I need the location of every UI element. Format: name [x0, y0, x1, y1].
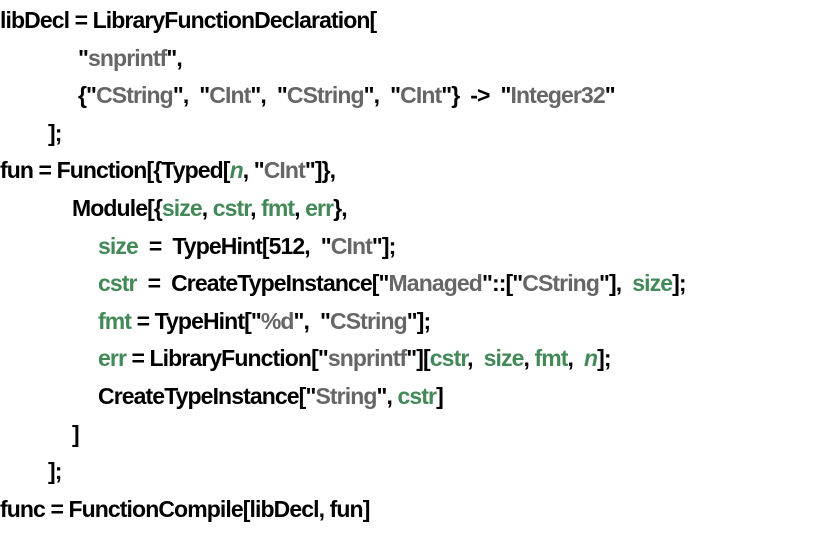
code-token: func = FunctionCompile[libDecl, fun] [0, 495, 370, 522]
code-token: = TypeHint[512, " [137, 232, 332, 259]
code-token: "::[" [481, 270, 523, 297]
local-variable-token: fmt [261, 195, 295, 221]
local-variable-token: cstr [212, 195, 251, 221]
code-token: ", " [293, 307, 331, 334]
code-line: func = FunctionCompile[libDecl, fun] [0, 491, 370, 528]
code-line: Module[{size, cstr, fmt, err}, [72, 190, 348, 227]
code-line: ]; [48, 115, 62, 152]
local-variable-token: size [161, 195, 203, 221]
local-variable-token: err [305, 195, 334, 221]
code-token: " [604, 82, 616, 109]
string-token: String [315, 383, 377, 409]
code-token: ]; [48, 458, 62, 485]
code-line: fmt = TypeHint["%d", "CString"]; [98, 303, 431, 340]
string-token: CInt [209, 82, 251, 109]
code-token: , [250, 195, 262, 221]
code-token: fun = Function[{Typed[ [0, 157, 230, 184]
code-token: , [523, 345, 535, 372]
argument-token: n [229, 157, 244, 184]
code-token: "]; [371, 232, 396, 259]
string-token: CString [330, 307, 408, 334]
code-token: libDecl = LibraryFunctionDeclaration[ [0, 7, 377, 33]
code-token: " [78, 44, 89, 71]
code-line: ] [72, 416, 80, 453]
string-token: CString [96, 82, 174, 109]
code-token: = CreateTypeInstance[" [136, 270, 390, 297]
code-line: libDecl = LibraryFunctionDeclaration[ [0, 2, 377, 39]
string-token: CString [522, 270, 600, 297]
code-line: ]; [48, 453, 62, 490]
code-line: CreateTypeInstance["String", cstr] [98, 378, 444, 415]
code-token: , " [242, 157, 265, 184]
argument-token: n [584, 345, 598, 372]
code-token: , [201, 195, 213, 221]
string-token: snprintf [88, 44, 167, 71]
code-token: ] [436, 383, 444, 409]
string-token: CString [286, 82, 365, 109]
code-token: ", " [363, 82, 401, 109]
code-token: , [567, 345, 585, 372]
string-token: Managed [388, 270, 483, 297]
string-token: CInt [400, 82, 442, 109]
string-token: %d [260, 307, 295, 334]
local-variable-token: size [632, 270, 673, 297]
code-token: ", [166, 44, 182, 71]
code-line: {"CString", "CInt", "CString", "CInt"} -… [78, 77, 616, 114]
code-token: = TypeHint[" [131, 307, 262, 334]
code-line: cstr = CreateTypeInstance["Managed"::["C… [98, 265, 687, 302]
code-token: "][ [406, 345, 430, 372]
local-variable-token: size [483, 345, 525, 372]
code-token: , [467, 345, 484, 372]
code-token: , [294, 195, 306, 221]
local-variable-token: cstr [397, 383, 437, 409]
code-line: fun = Function[{Typed[n, "CInt"]}, [0, 152, 336, 189]
code-line: "snprintf", [78, 40, 183, 77]
code-token: "]; [406, 307, 431, 334]
code-token: ]; [672, 270, 686, 297]
local-variable-token: fmt [98, 307, 132, 334]
code-token: }, [333, 195, 347, 221]
code-token: ]; [597, 345, 611, 372]
code-line: size = TypeHint[512, "CInt"]; [98, 228, 396, 265]
code-token: = LibraryFunction[" [126, 345, 328, 372]
code-token: ", " [172, 82, 210, 109]
code-line: err = LibraryFunction["snprintf"][cstr, … [98, 340, 612, 377]
local-variable-token: size [98, 232, 139, 259]
string-token: CInt [263, 157, 306, 184]
code-token: "]}, [304, 157, 336, 184]
code-token: {" [78, 82, 97, 109]
code-token: ] [72, 420, 80, 447]
code-token: ", [376, 383, 398, 409]
code-token: "} -> " [441, 82, 511, 109]
code-token: CreateTypeInstance[" [98, 383, 316, 409]
code-token: ]; [48, 119, 62, 146]
string-token: snprintf [327, 345, 407, 372]
local-variable-token: cstr [98, 270, 137, 297]
string-token: Integer32 [510, 82, 606, 109]
code-token: ", " [250, 82, 287, 109]
local-variable-token: err [98, 345, 127, 372]
local-variable-token: cstr [429, 345, 468, 372]
local-variable-token: fmt [534, 345, 568, 372]
string-token: CInt [330, 232, 373, 259]
code-token: Module[{ [72, 195, 163, 221]
code-token: "], [598, 270, 633, 297]
